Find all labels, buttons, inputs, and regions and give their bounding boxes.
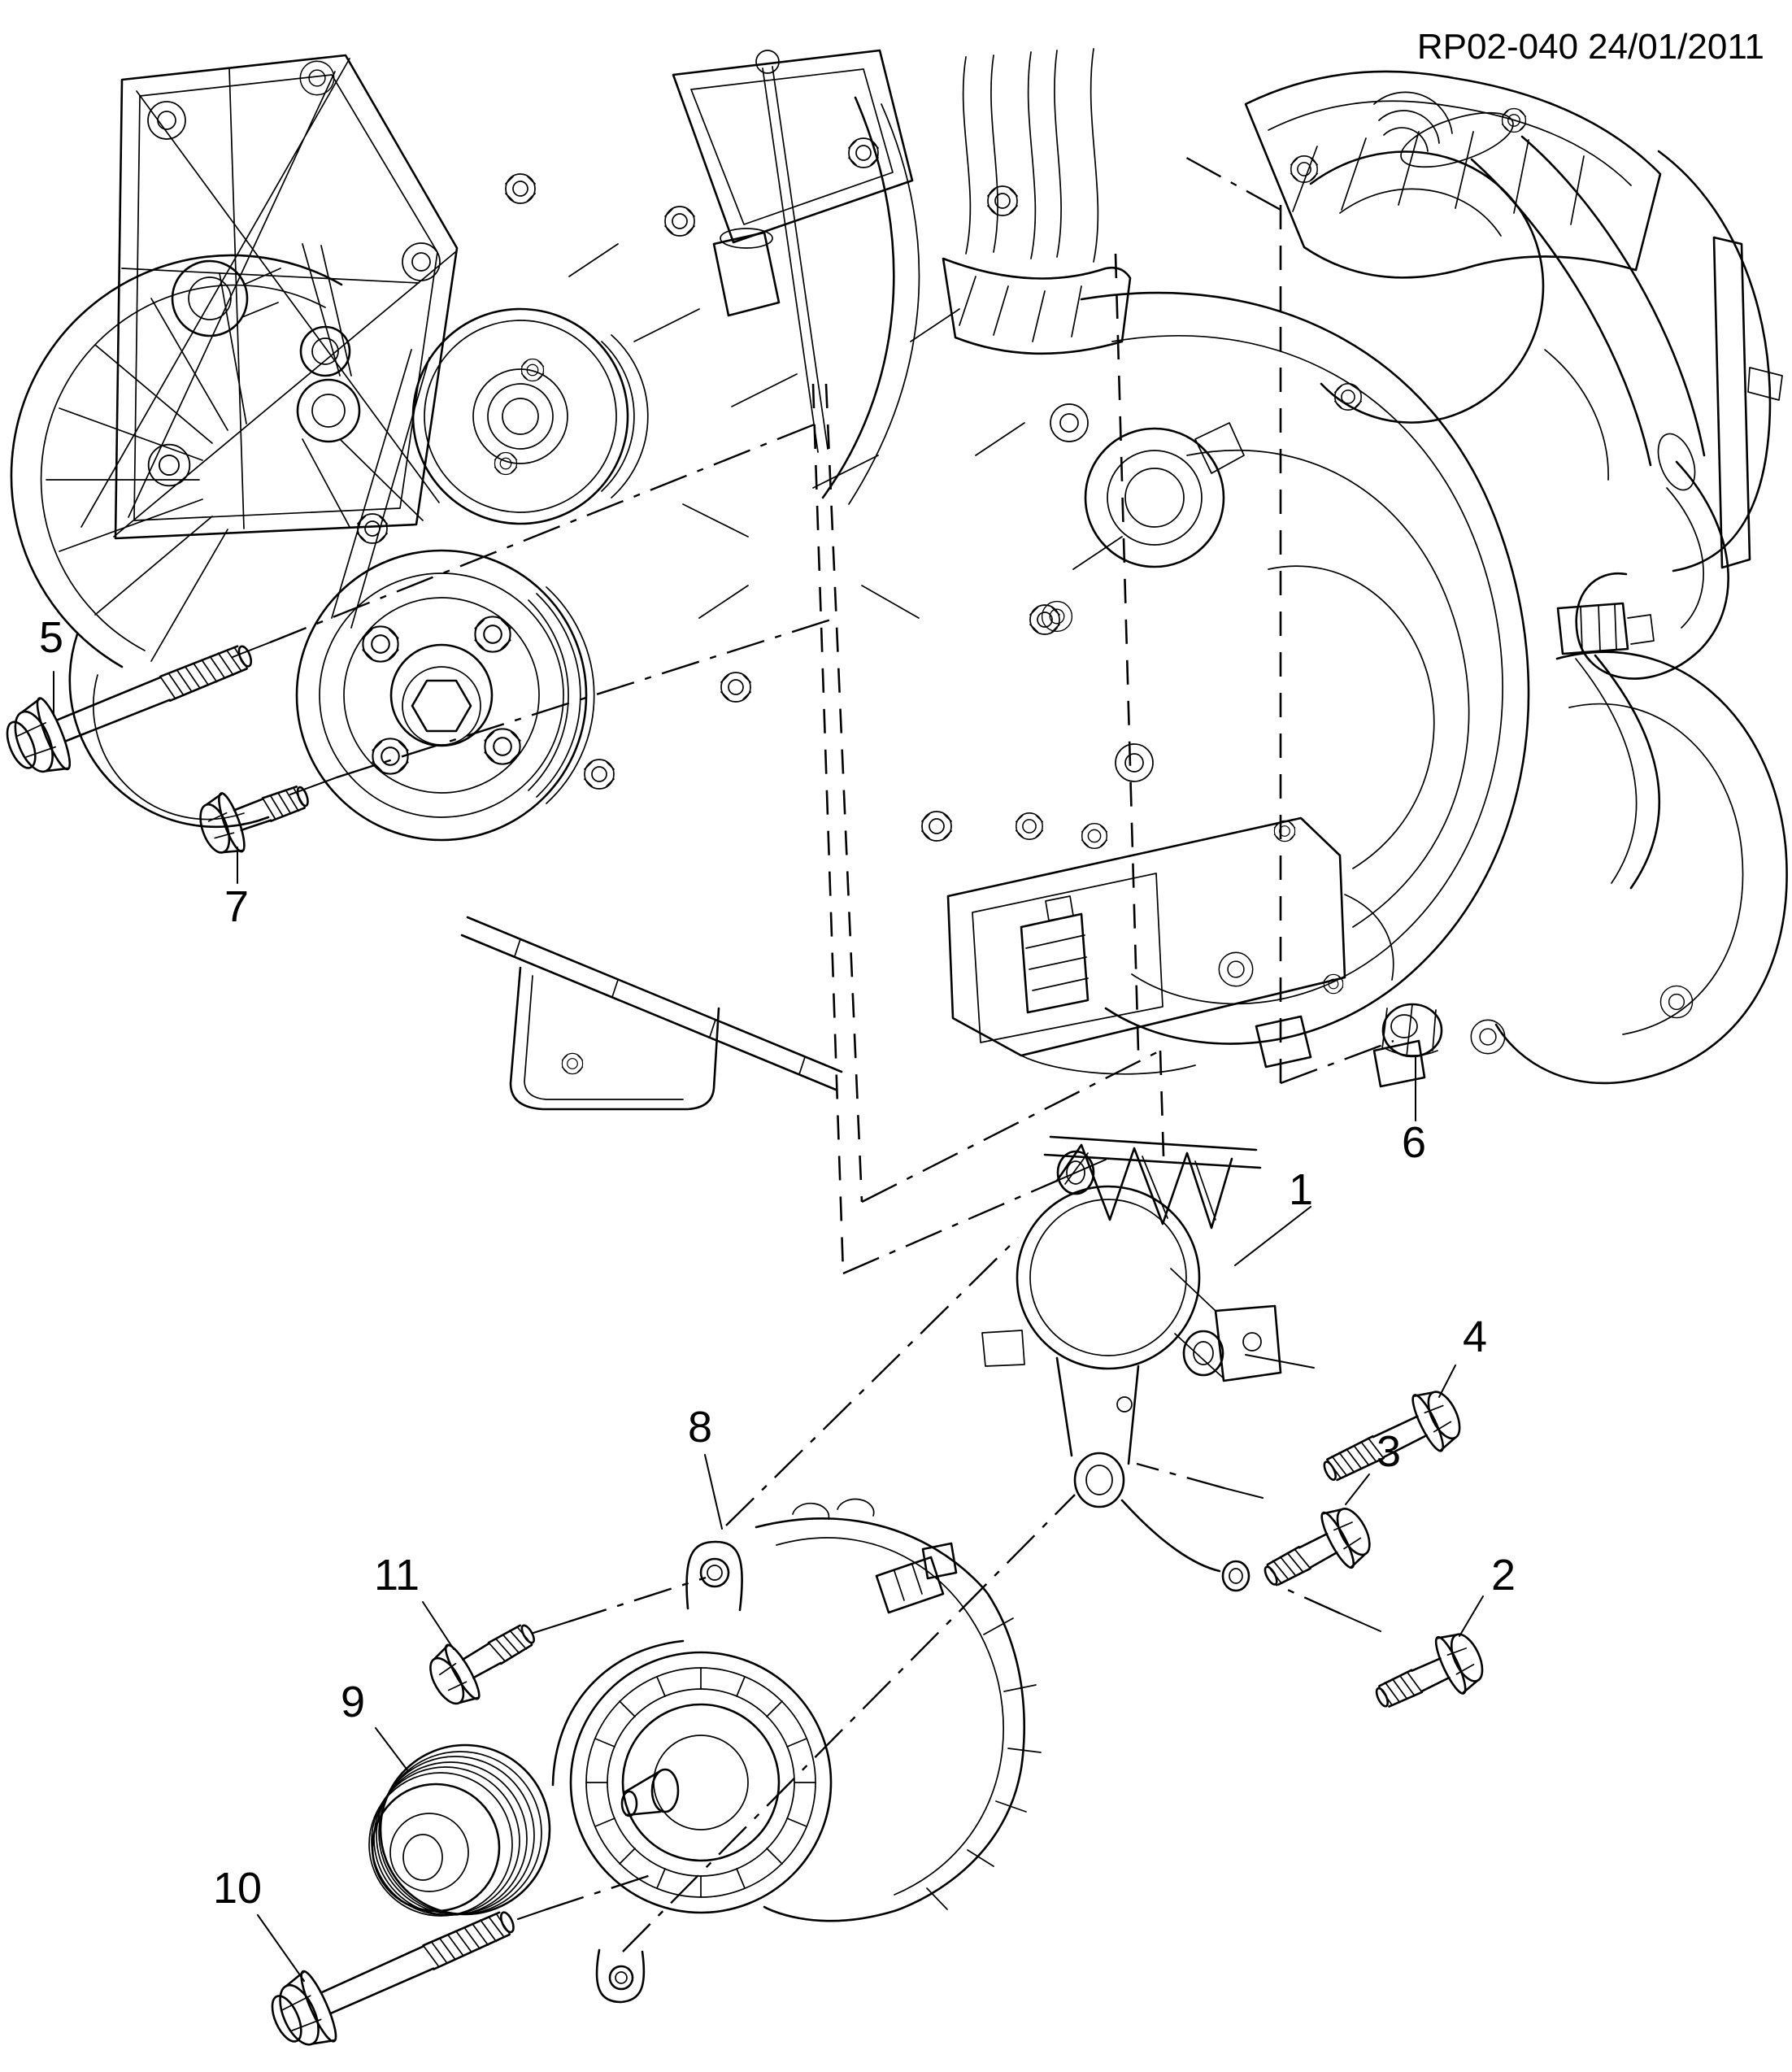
alternator [551,1498,1042,2004]
callout-5-label: 5 [39,613,63,662]
bell-housing [1041,291,1788,1088]
idler-bracket [296,243,424,544]
callout-10-label: 10 [213,1864,262,1913]
alternator-pulley [368,1743,551,1917]
right-edge-bracket [1712,236,1783,569]
engine-transaxle-assembly [10,48,1788,1111]
callout-leader-lines [53,671,1484,1982]
oil-pan [460,812,1394,1111]
callout-2-label: 2 [1491,1551,1516,1600]
callout-8-label: 8 [688,1403,712,1452]
bolt-7-drawing [191,764,319,863]
callout-7-label: 7 [224,882,249,931]
callout-6-label: 6 [1402,1118,1426,1167]
installed-alternator [1290,91,1661,890]
crank-pulley [295,349,595,842]
callout-11-label: 11 [374,1551,420,1600]
callout-1-label: 1 [1289,1165,1313,1214]
fasteners [0,617,1493,2061]
phantom-projection-lines [232,153,1394,1952]
drawing-code: RP02-040 [1417,27,1578,67]
bolt-11-drawing [420,1604,548,1715]
exhaust-heatshield [1244,70,1772,680]
alternator-mount-bracket [981,1135,1282,1592]
callout-9-label: 9 [341,1678,365,1726]
stator-windings [585,1667,816,1898]
bolt-3-drawing [1251,1497,1381,1606]
callout-labels: 1 2 3 4 5 6 7 8 9 10 11 [39,613,1516,1913]
callout-3-label: 3 [1377,1427,1401,1476]
ac-compressor-pulley [411,307,649,525]
nut-6-drawing [1381,1003,1443,1058]
drawing-date: 24/01/2011 [1588,27,1764,67]
bolt-2-drawing [1364,1623,1493,1729]
mount-plate-x-brace [80,54,459,540]
front-cover-housing [10,254,343,829]
engine-center-details [505,48,1245,842]
callout-4-label: 4 [1463,1312,1487,1361]
